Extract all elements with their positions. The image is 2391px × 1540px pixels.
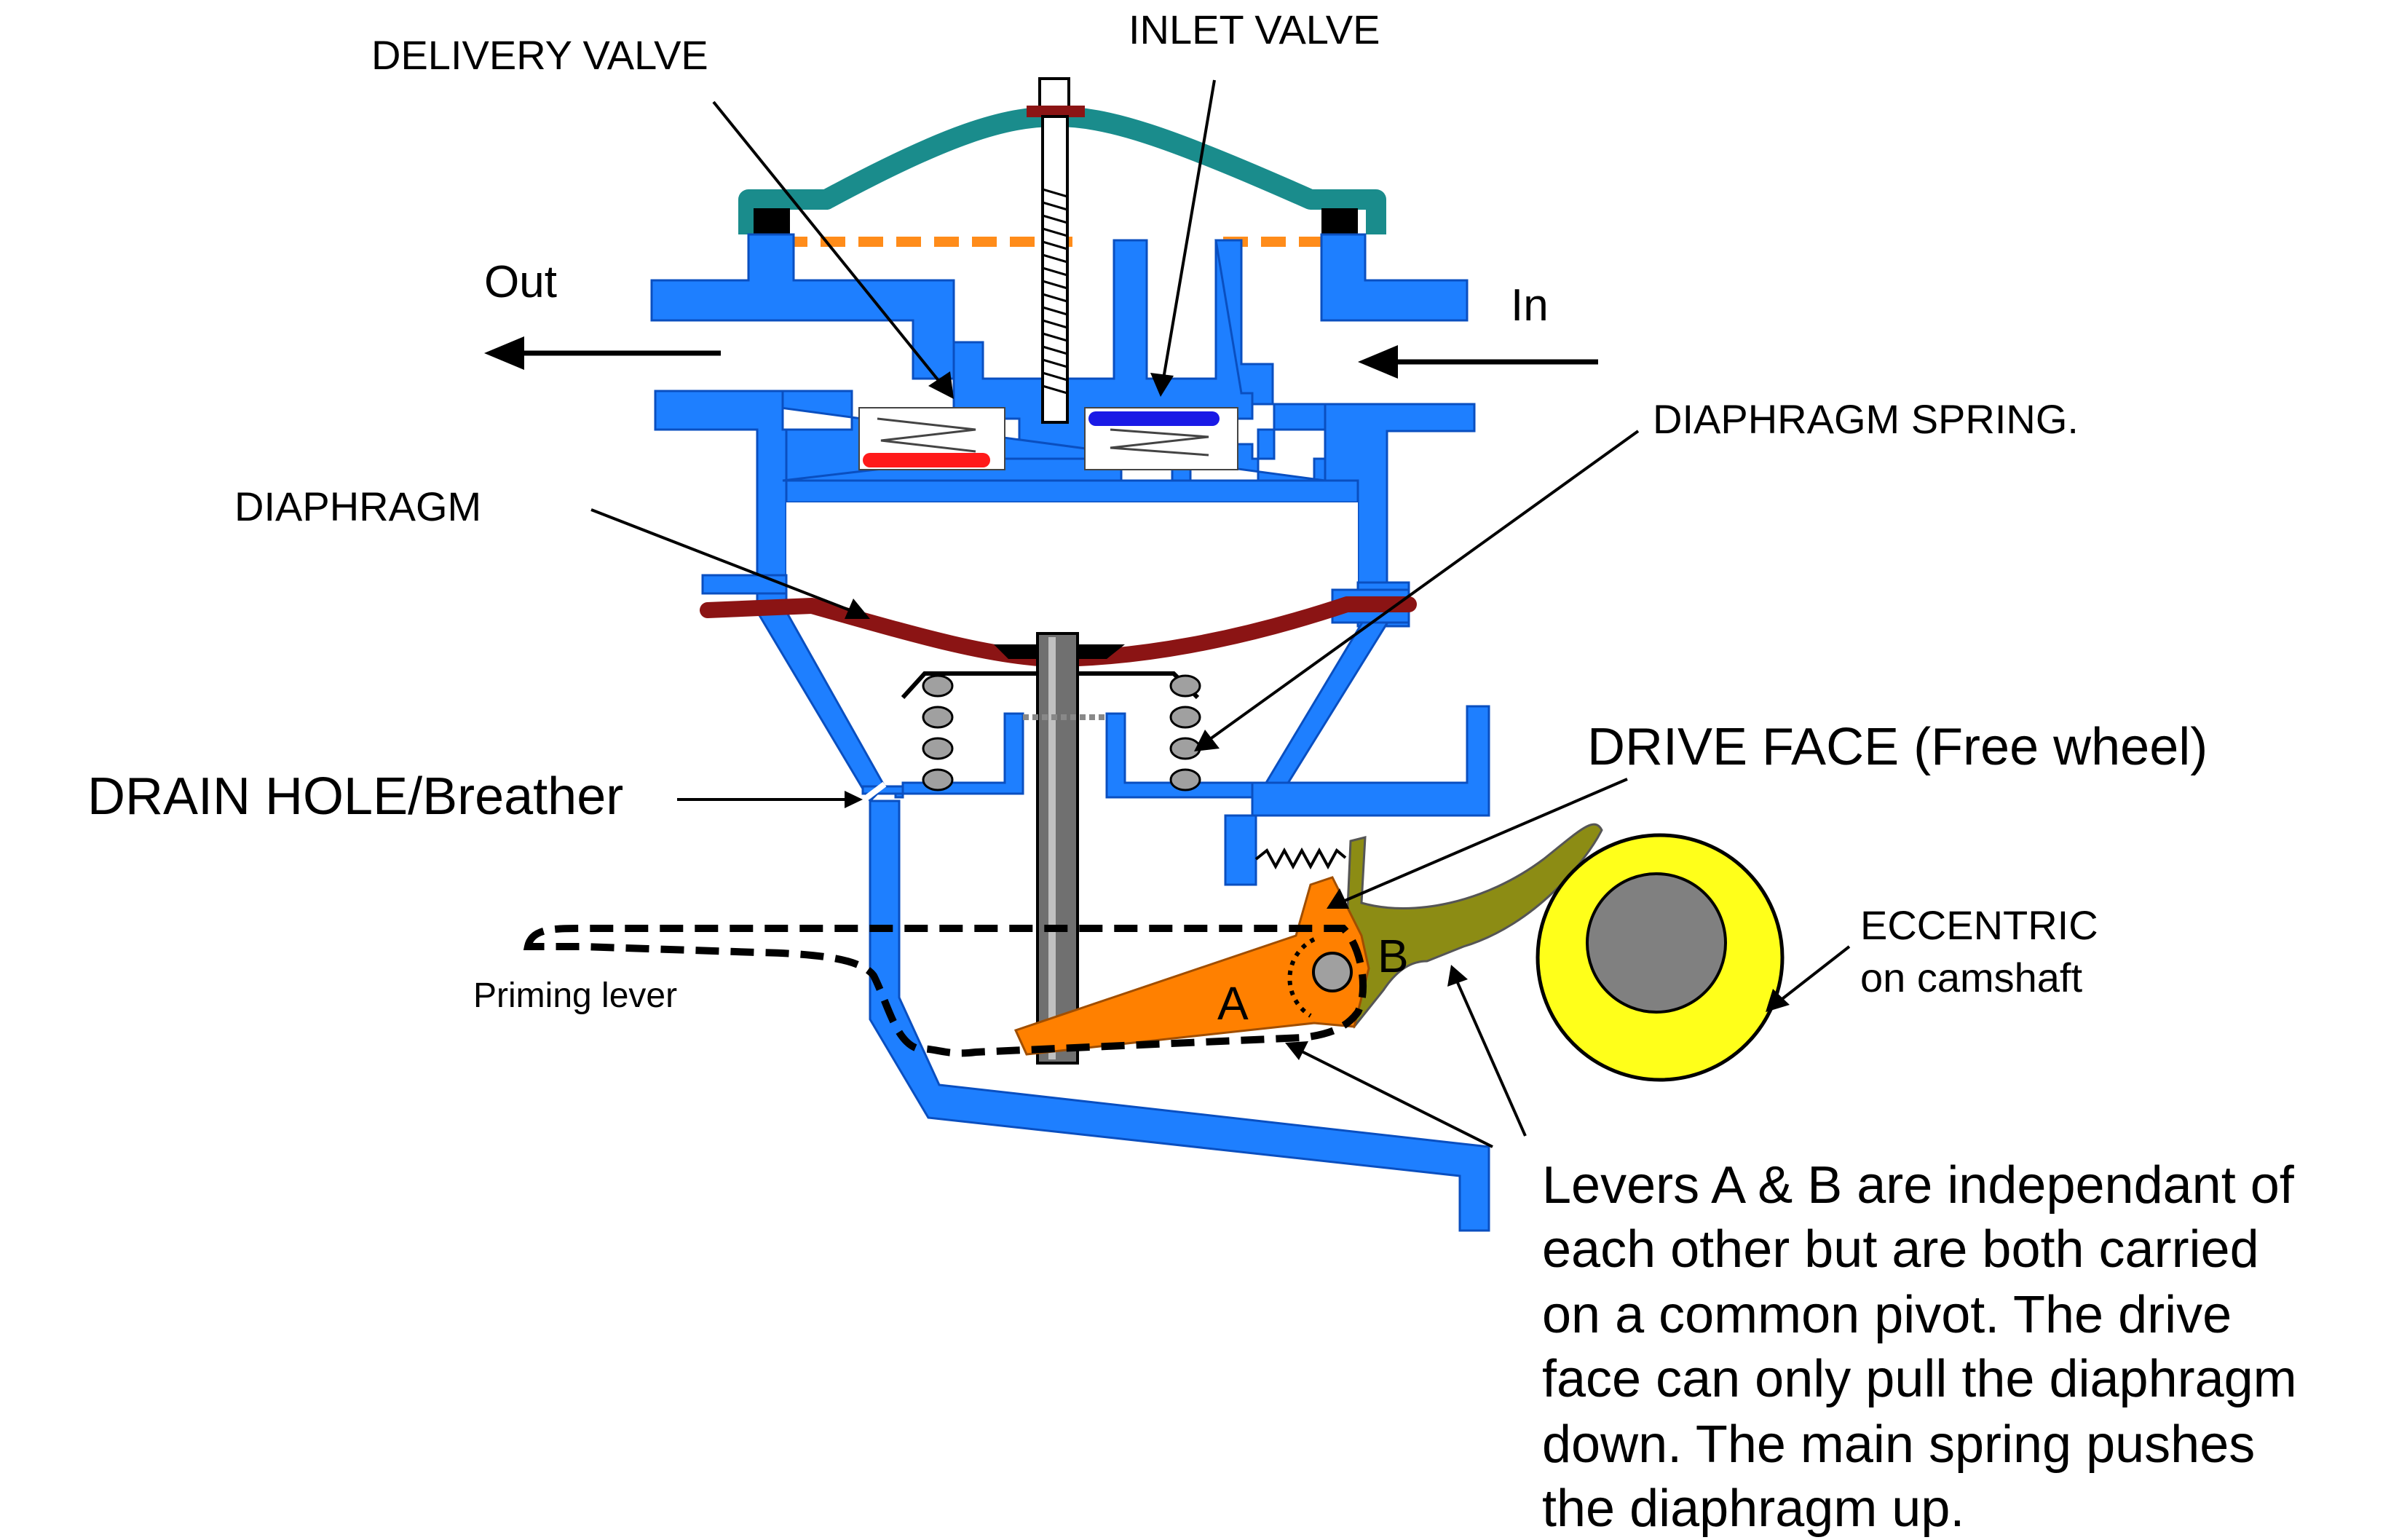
label-priming-lever: Priming lever (473, 976, 677, 1015)
label-on-camshaft: on camshaft (1860, 955, 2082, 1000)
explanation-note: Levers A & B are independant of each oth… (1542, 1156, 2297, 1538)
note-line: the diaphragm up. (1542, 1480, 1964, 1538)
inlet-valve (1084, 407, 1238, 470)
note-line: down. The main spring pushes (1542, 1415, 2255, 1474)
diaphragm-spring (922, 674, 1201, 791)
cover-seal-right (1321, 208, 1358, 237)
label-diaphragm-spring: DIAPHRAGM SPRING. (1653, 396, 2079, 442)
pivot-dotted-arc (1287, 937, 1316, 1018)
note-line: on a common pivot. The drive (1542, 1286, 2232, 1344)
label-lever-b: B (1378, 930, 1409, 982)
return-spring (1254, 847, 1347, 870)
priming-lever-outline (523, 925, 1367, 1057)
label-drive-face: DRIVE FACE (Free wheel) (1587, 718, 2208, 776)
label-in: In (1511, 280, 1549, 331)
camshaft (1586, 872, 1727, 1014)
note-line: Levers A & B are independant of (1542, 1156, 2295, 1215)
label-delivery-valve: DELIVERY VALVE (371, 32, 708, 78)
cover-seal-left (754, 208, 790, 237)
drain-hole (862, 781, 887, 802)
note-line: face can only pull the diaphragm (1542, 1350, 2297, 1408)
label-drain-hole: DRAIN HOLE/Breather (87, 767, 623, 826)
label-eccentric: ECCENTRIC (1860, 902, 2098, 948)
cover-bolt (1027, 77, 1085, 424)
label-inlet-valve: INLET VALVE (1129, 7, 1380, 52)
out-arrow (484, 336, 721, 370)
delivery-valve (858, 407, 1005, 470)
lever-b (1338, 823, 1603, 1029)
note-line: each other but are both carried (1542, 1220, 2259, 1279)
pull-rod (1036, 632, 1079, 1065)
label-diaphragm: DIAPHRAGM (234, 483, 481, 529)
lever-pivot (1312, 952, 1353, 992)
leader-lines (590, 79, 1851, 1148)
label-out: Out (484, 257, 557, 307)
label-lever-a: A (1217, 977, 1249, 1030)
leader-arrowheads (845, 371, 1790, 1060)
in-arrow (1358, 345, 1598, 379)
